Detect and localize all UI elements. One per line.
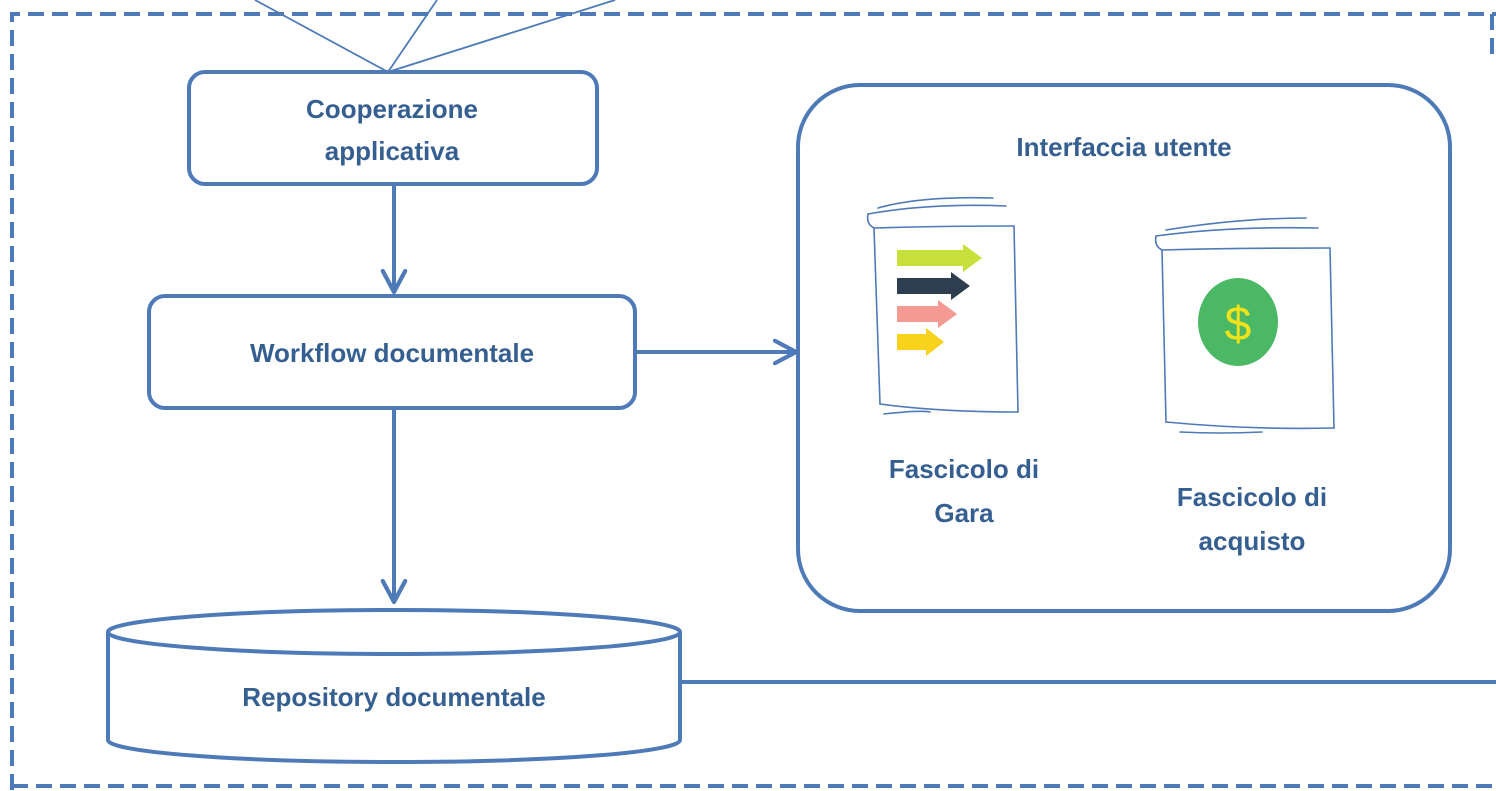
fascicolo-acquisto-label-line2: acquisto	[1199, 526, 1306, 556]
fascicolo-gara-label-line2: Gara	[934, 498, 994, 528]
interfaccia-title: Interfaccia utente	[1016, 132, 1231, 162]
repository-label: Repository documentale	[242, 682, 545, 712]
repository-cylinder-top	[106, 608, 682, 656]
cooperazione-label-line1: Cooperazione	[306, 94, 478, 124]
fascicolo-acquisto-book-icon	[1154, 217, 1335, 434]
cooperazione-label-line2: applicativa	[325, 136, 460, 166]
interfaccia-node: Interfaccia utente Fascicolo di Gara	[796, 83, 1452, 613]
cooperazione-node: Cooperazione applicativa	[187, 70, 599, 186]
fascicolo-gara-book-icon	[866, 196, 1019, 415]
dollar-coin-icon: $	[1198, 278, 1278, 366]
fascicolo-acquisto-label-line1: Fascicolo di	[1177, 482, 1327, 512]
fascicolo-gara-label-line1: Fascicolo di	[889, 454, 1039, 484]
workflow-label: Workflow documentale	[250, 338, 534, 368]
repository-cylinder-body	[106, 632, 682, 764]
interfaccia-box	[796, 83, 1452, 613]
progress-arrows-icon	[897, 244, 982, 356]
cooperazione-box	[187, 70, 599, 186]
dollar-symbol: $	[1225, 298, 1252, 351]
workflow-node: Workflow documentale	[147, 294, 637, 410]
system-boundary	[10, 12, 1496, 790]
repository-node: Repository documentale	[106, 608, 682, 764]
incoming-connectors	[254, 0, 616, 73]
